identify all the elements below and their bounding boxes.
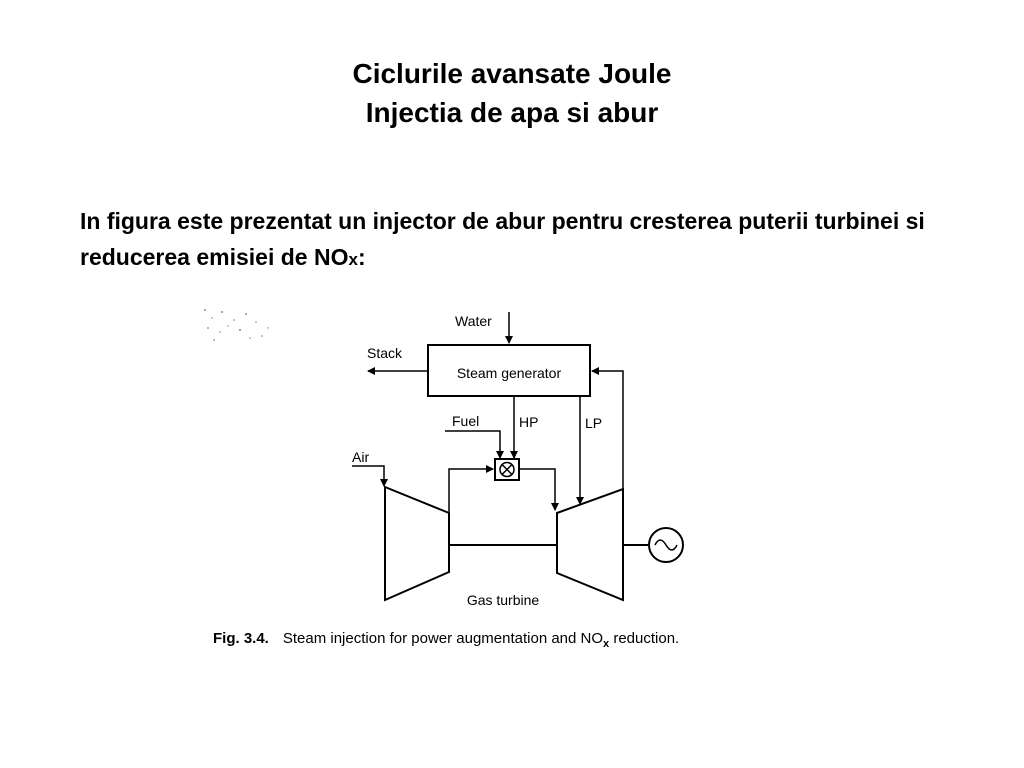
hp-label: HP <box>519 414 538 430</box>
exhaust-return-line <box>591 367 624 493</box>
caption-subscript: x <box>603 638 610 650</box>
injector-symbol <box>499 461 515 478</box>
lp-label: LP <box>585 415 602 431</box>
intro-suffix: : <box>357 244 366 270</box>
scan-noise <box>204 309 269 341</box>
figure-caption: Fig. 3.4. Steam injection for power augme… <box>213 630 679 650</box>
steam-generator-label: Steam generator <box>457 365 562 381</box>
water-label: Water <box>455 313 492 329</box>
figure-number: Fig. 3.4. <box>213 630 269 647</box>
turbine <box>556 487 624 602</box>
fuel-label: Fuel <box>452 413 479 429</box>
compressor-discharge-line <box>448 465 494 512</box>
stack-label: Stack <box>367 345 403 361</box>
slide-title-line2: Injectia de apa si abur <box>365 97 659 128</box>
compressor <box>384 485 450 602</box>
intro-subscript: x <box>348 250 358 269</box>
slide-title-line1: Ciclurile avansate Joule <box>352 58 672 89</box>
air-inlet-arrow <box>352 465 388 487</box>
caption-text: Steam injection for power augmentation a… <box>283 630 603 647</box>
gas-turbine-label: Gas turbine <box>467 592 540 608</box>
intro-paragraph: In figura este prezentat un injector de … <box>80 203 1000 278</box>
sine-wave-icon <box>654 539 678 551</box>
combustor-outlet-line <box>519 468 559 511</box>
fuel-line <box>445 430 504 459</box>
intro-text: In figura este prezentat un injector de … <box>80 208 925 270</box>
caption-suffix: reduction. <box>609 630 679 647</box>
air-label: Air <box>352 449 369 465</box>
